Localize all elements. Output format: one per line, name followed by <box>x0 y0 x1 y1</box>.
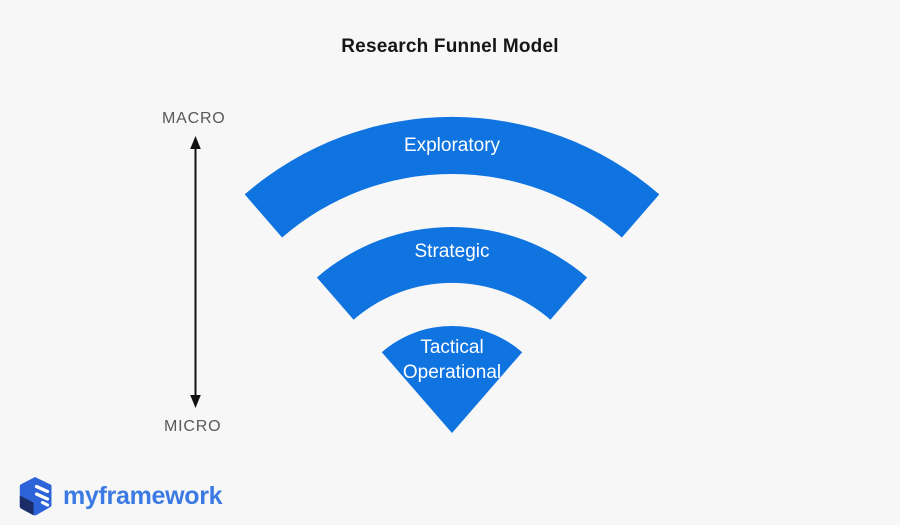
page-title: Research Funnel Model <box>341 36 559 57</box>
myframework-logo-icon <box>19 477 52 516</box>
funnel-label-strategic: Strategic <box>415 241 490 262</box>
funnel-level-strategic-shape <box>316 227 588 320</box>
axis-label-macro: MACRO <box>162 110 226 127</box>
myframework-logo-text: myframework <box>63 481 223 510</box>
funnel-level-exploratory-shape <box>244 116 660 238</box>
funnel-label-tactical-line2: Operational <box>403 362 501 383</box>
macro-micro-axis-arrow <box>190 136 201 408</box>
funnel-label-exploratory: Exploratory <box>404 135 501 156</box>
axis-label-micro: MICRO <box>164 418 222 435</box>
funnel-label-tactical-line1: Tactical <box>420 337 483 358</box>
myframework-logo: myframework <box>17 476 223 516</box>
funnel-level-tactical-shape <box>381 325 523 433</box>
